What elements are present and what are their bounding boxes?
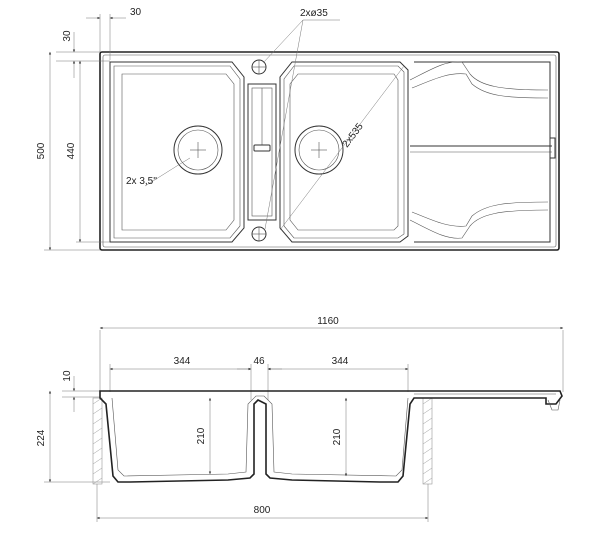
label-tap-holes: 2xø35 <box>300 8 328 19</box>
drainer-board <box>409 61 556 243</box>
dim-total-height: 500 <box>36 142 47 159</box>
leader-drain <box>144 163 181 187</box>
center-divider <box>247 83 277 221</box>
sink-outline <box>99 51 560 251</box>
dim-depth-total: 224 <box>36 429 47 446</box>
label-bowl-diag: 2x535 <box>341 121 366 150</box>
side-view: 1160 344 46 344 10 224 <box>36 316 564 522</box>
top-view: 2xø35 2x535 2x 3,5'' 30 30 500 440 <box>36 7 560 251</box>
dim-bowl-left: 344 <box>174 356 191 367</box>
sink-inner-rim <box>102 54 557 248</box>
dim-flange-left: 30 <box>130 7 142 18</box>
sink-cross-section <box>99 390 563 483</box>
dim-total-width: 1160 <box>317 316 339 327</box>
dim-bowl-right: 344 <box>332 356 349 367</box>
drainer-lip <box>547 399 561 411</box>
cabinet-wall-right <box>422 397 433 485</box>
leader-tap-holes <box>262 19 304 64</box>
label-drain: 2x 3,5'' <box>126 176 157 187</box>
dim-rim: 10 <box>62 370 73 382</box>
dim-cabinet: 800 <box>254 505 271 516</box>
dim-divider: 46 <box>253 356 265 367</box>
dim-depth-right: 210 <box>332 428 343 445</box>
cabinet-wall-left <box>92 397 103 485</box>
dim-bowl-height: 440 <box>66 142 77 159</box>
right-bowl <box>279 61 409 243</box>
left-bowl <box>109 61 245 243</box>
dim-flange-top: 30 <box>62 30 73 42</box>
diag-dimension <box>279 65 405 231</box>
drainer-plug <box>549 137 556 159</box>
dim-depth-left: 210 <box>196 427 207 444</box>
